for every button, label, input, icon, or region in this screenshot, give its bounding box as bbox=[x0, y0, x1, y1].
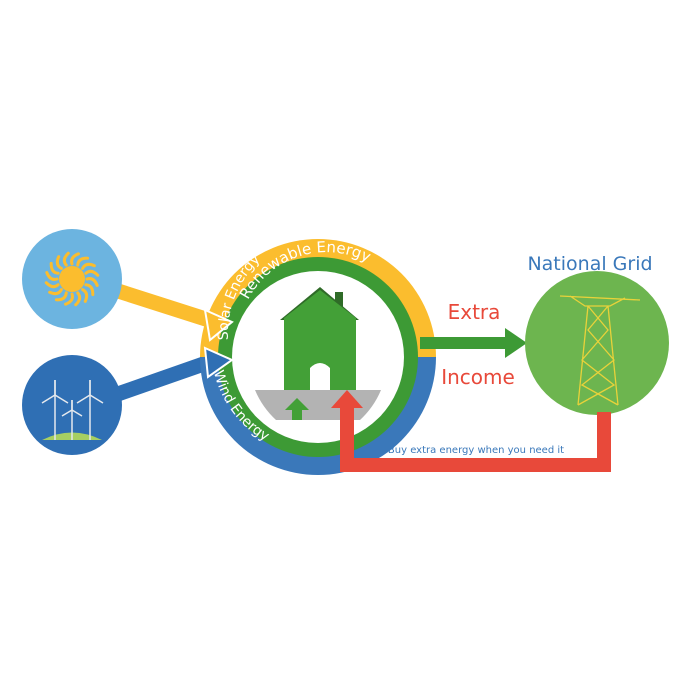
sun-ray bbox=[45, 271, 59, 281]
buy-energy-arrow bbox=[331, 390, 611, 472]
sun-ray bbox=[55, 255, 63, 270]
wind-arrowhead bbox=[203, 346, 235, 379]
sun-ray bbox=[64, 292, 74, 306]
sun-ray bbox=[84, 269, 100, 277]
sun-core bbox=[59, 266, 85, 292]
extra-label: Extra bbox=[448, 300, 501, 324]
sun-ray bbox=[48, 288, 63, 296]
buy-extra-label: Buy extra energy when you need it bbox=[388, 445, 564, 456]
wind-connector bbox=[112, 352, 218, 403]
green-up-arrow bbox=[285, 398, 309, 420]
sun-ray bbox=[70, 252, 80, 266]
solar-connector bbox=[112, 282, 218, 330]
sun-ray bbox=[62, 251, 70, 267]
sun-ray bbox=[76, 256, 90, 267]
national-grid-label: National Grid bbox=[527, 253, 652, 275]
floor bbox=[255, 390, 381, 420]
sun-icon bbox=[44, 251, 100, 307]
wind-turbine-icon bbox=[41, 380, 104, 440]
solar-arrowhead bbox=[203, 308, 234, 342]
pylon-icon bbox=[559, 295, 641, 406]
sun-ray bbox=[54, 291, 68, 302]
sun-ray bbox=[85, 277, 99, 287]
wind-source bbox=[22, 355, 122, 455]
sun-ray bbox=[81, 288, 89, 303]
house-icon bbox=[280, 287, 359, 390]
sun-ray bbox=[49, 261, 60, 275]
sun-ray bbox=[81, 262, 96, 270]
sun-source bbox=[22, 229, 122, 329]
sun-ray bbox=[44, 281, 60, 289]
sun-ray bbox=[84, 283, 95, 297]
extra-income-arrow bbox=[420, 328, 527, 358]
sun-ray bbox=[74, 291, 82, 307]
income-label: Income bbox=[441, 365, 515, 389]
